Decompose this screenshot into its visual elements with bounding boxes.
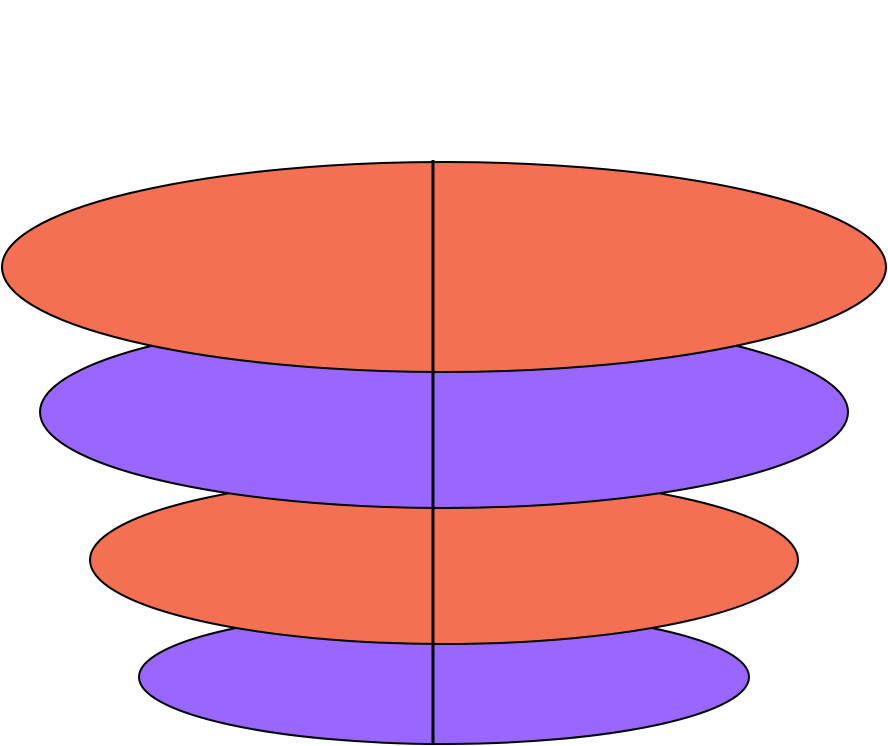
ellipse-layer-top — [1, 161, 887, 373]
